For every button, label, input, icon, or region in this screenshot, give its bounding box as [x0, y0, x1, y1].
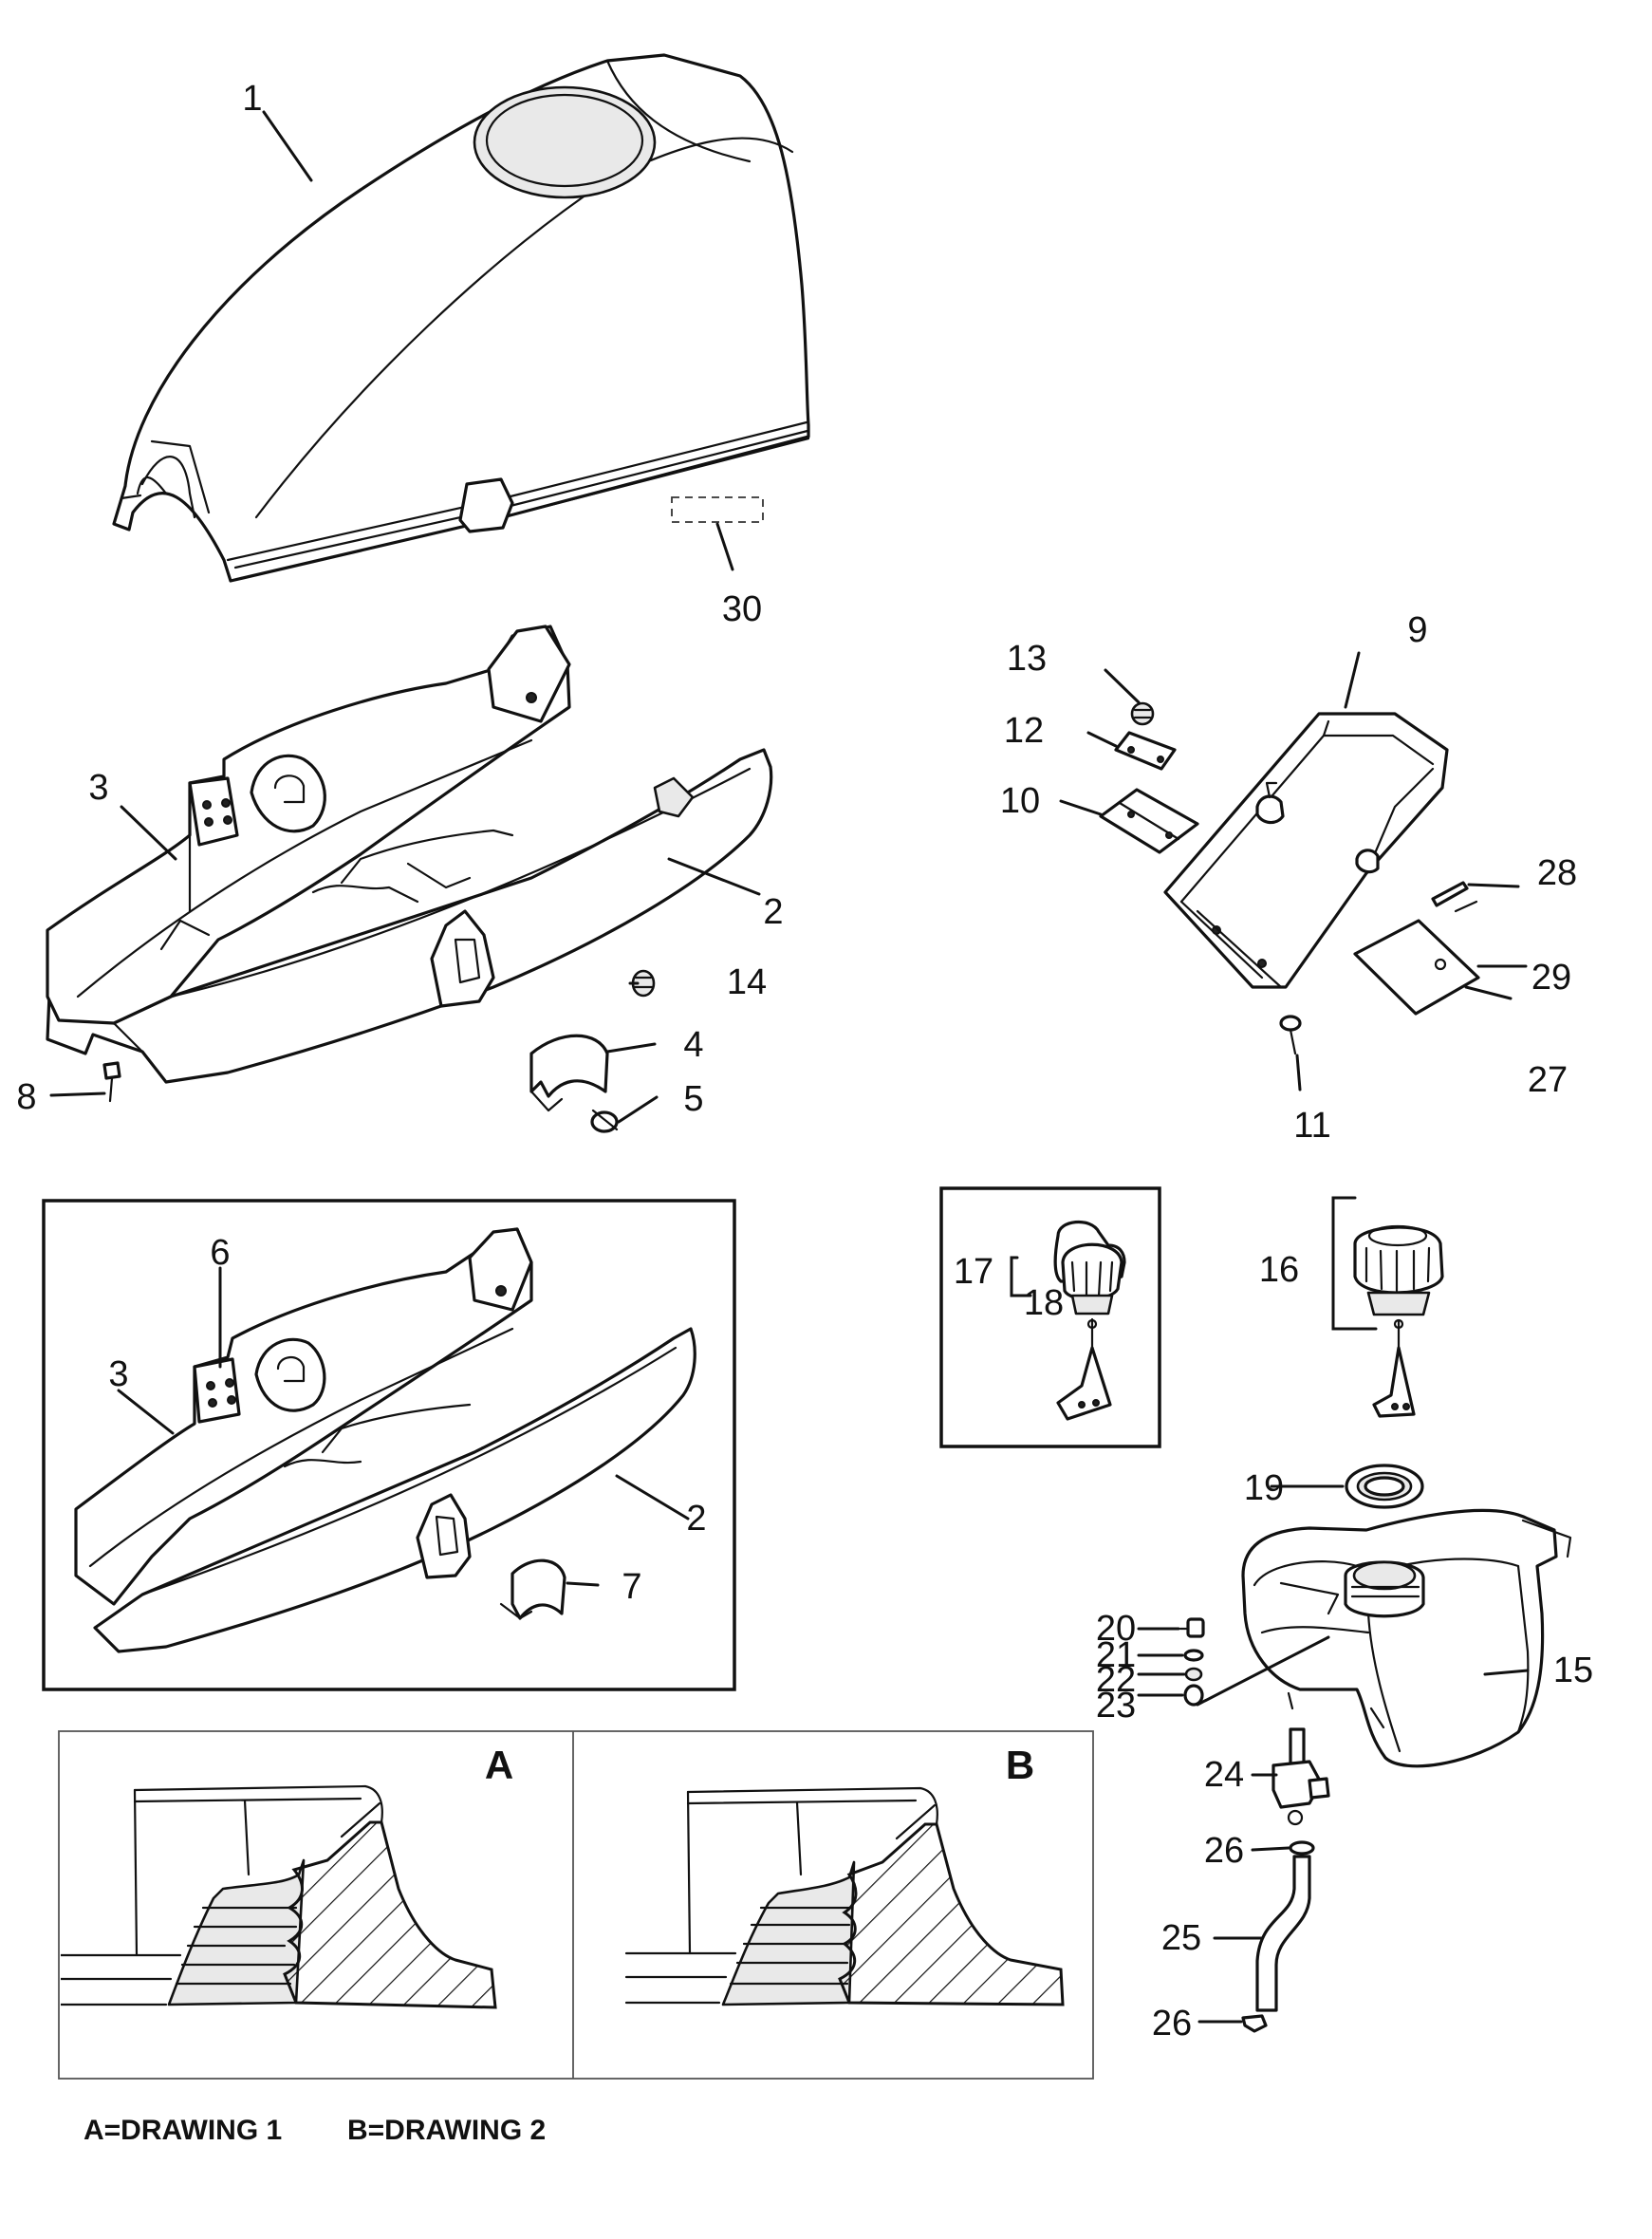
callout-11: 11	[1293, 1106, 1330, 1146]
callout-2: 2	[763, 892, 783, 932]
bracket-9[interactable]	[1163, 712, 1449, 989]
callout-2b: 2	[686, 1499, 706, 1539]
detail-b-drawing	[624, 1786, 1065, 2006]
detail-a-drawing	[61, 1784, 497, 2009]
callout-1: 1	[242, 79, 262, 119]
callout-22: 22	[1096, 1660, 1136, 1700]
nut-13[interactable]	[1130, 701, 1155, 726]
callout-27: 27	[1528, 1060, 1568, 1100]
callout-19: 19	[1244, 1468, 1284, 1508]
callout-28: 28	[1537, 853, 1577, 893]
top-cowl[interactable]	[112, 53, 810, 583]
caption-drawing-1: A=DRAWING 1	[84, 2115, 282, 2146]
callout-10: 10	[1000, 781, 1040, 821]
detail-a-label: A	[485, 1743, 513, 1787]
callout-4: 4	[683, 1025, 703, 1065]
callout-labels: 1 30 3 2 14 4 5 8 13 9 12 10 28 29 27 11…	[16, 79, 1593, 2043]
callout-8: 8	[16, 1077, 36, 1117]
bottom-cowl-port[interactable]	[46, 625, 571, 1025]
caption-drawing-2: B=DRAWING 2	[347, 2115, 546, 2146]
decal-30[interactable]	[671, 496, 764, 523]
callout-9: 9	[1407, 610, 1427, 650]
bottom-cowl-starboard[interactable]	[46, 748, 773, 1084]
callout-3b: 3	[108, 1354, 128, 1394]
callout-16: 16	[1259, 1250, 1299, 1290]
callout-15: 15	[1553, 1651, 1593, 1690]
fuel-cap-16[interactable]	[1353, 1224, 1444, 1418]
callout-26-upper: 26	[1204, 1831, 1244, 1871]
fuel-cap-alt-frame	[939, 1186, 1161, 1448]
callout-18: 18	[1024, 1283, 1064, 1323]
callout-26-lower: 26	[1152, 2004, 1192, 2043]
callout-20: 20	[1096, 1609, 1136, 1649]
retainer-7[interactable]	[499, 1558, 566, 1620]
detail-frame	[58, 1730, 1094, 2080]
callout-13: 13	[1007, 639, 1047, 679]
bottom-cowl-starboard-alt[interactable]	[93, 1327, 696, 1653]
callout-24: 24	[1204, 1755, 1244, 1795]
screw-5[interactable]	[590, 1109, 619, 1133]
retainer-4[interactable]	[529, 1034, 609, 1112]
callout-25: 25	[1161, 1918, 1201, 1958]
callout-3: 3	[88, 768, 108, 808]
callout-7: 7	[622, 1567, 641, 1607]
washer-22[interactable]	[1184, 1667, 1203, 1682]
clamp-26-upper[interactable]	[1289, 1840, 1315, 1856]
screw-8[interactable]	[102, 1061, 121, 1103]
pin-29[interactable]	[1454, 900, 1478, 913]
plate-12[interactable]	[1114, 731, 1177, 771]
gasket-19[interactable]	[1345, 1464, 1424, 1509]
clamp-26-lower[interactable]	[1241, 2014, 1268, 2033]
callout-21: 21	[1096, 1635, 1136, 1675]
washer-21[interactable]	[1183, 1649, 1204, 1662]
callout-12: 12	[1004, 711, 1044, 751]
bottom-cowl-port-alt[interactable]	[74, 1227, 533, 1606]
fuel-valve-24[interactable]	[1271, 1727, 1330, 1826]
fuel-hose-25[interactable]	[1255, 1855, 1311, 2012]
detail-b-label: B	[1006, 1743, 1034, 1787]
callout-23: 23	[1096, 1686, 1136, 1726]
fuel-cap-17[interactable]	[1053, 1220, 1126, 1421]
plate-27[interactable]	[1353, 919, 1480, 1016]
callout-17: 17	[954, 1252, 993, 1292]
callout-30: 30	[722, 589, 762, 629]
callout-6: 6	[210, 1233, 230, 1273]
fuel-tank-15[interactable]	[1241, 1508, 1572, 1768]
screw-11[interactable]	[1279, 1015, 1302, 1055]
callout-5: 5	[683, 1079, 703, 1119]
callout-29: 29	[1531, 958, 1571, 998]
grommet-23[interactable]	[1183, 1684, 1204, 1707]
plate-10[interactable]	[1099, 788, 1199, 854]
bolt-20[interactable]	[1179, 1617, 1205, 1638]
pin-28[interactable]	[1431, 881, 1469, 907]
alternate-bottom-cowl-frame	[42, 1199, 736, 1691]
callout-14: 14	[727, 962, 767, 1002]
